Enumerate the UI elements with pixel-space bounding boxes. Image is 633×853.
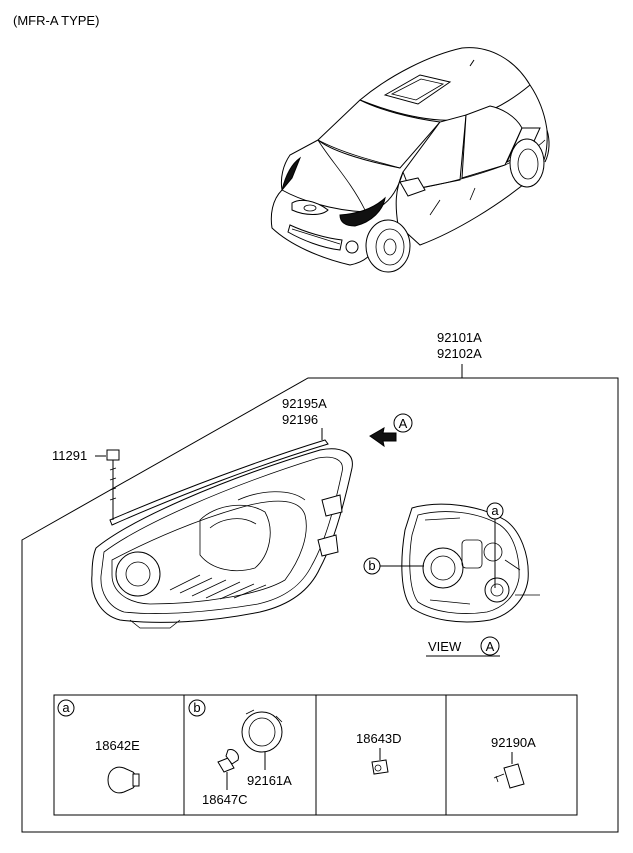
bulb-18642E <box>107 766 140 794</box>
screw <box>106 449 120 520</box>
gasket-part-number-1: 92195A <box>282 396 327 411</box>
gasket-part-number-2: 92196 <box>282 412 318 427</box>
view-marker-circle <box>393 413 413 433</box>
assembly-part-number-lh: 92101A <box>437 330 482 345</box>
bulb-18643D <box>371 759 389 775</box>
table-part-92161A: 92161A <box>247 773 292 788</box>
view-label-marker: A <box>486 639 495 654</box>
table-part-18643D: 18643D <box>356 731 402 746</box>
callout-b-text: b <box>368 558 375 573</box>
diagram-title: (MFR-A TYPE) <box>13 13 99 28</box>
bulb-18647C <box>217 749 239 773</box>
headlamp-rear-view <box>401 503 540 623</box>
car-illustration <box>270 47 550 273</box>
gasket-strip <box>109 439 329 526</box>
table-cell-a-key: a <box>62 700 70 715</box>
headlamp-assembly <box>91 448 353 629</box>
table-part-18647C: 18647C <box>202 792 248 807</box>
view-marker-text: A <box>399 416 408 431</box>
connector-92190A <box>493 763 525 789</box>
screw-part-number: 11291 <box>52 448 87 463</box>
table-part-18642E: 18642E <box>95 738 140 753</box>
assembly-part-number-rh: 92102A <box>437 346 482 361</box>
view-label: VIEW <box>428 639 462 654</box>
callout-a-text: a <box>491 503 499 518</box>
parts-table <box>53 694 578 816</box>
assembly-boundary <box>21 377 619 833</box>
table-cell-b-key: b <box>193 700 200 715</box>
view-label-circle <box>480 636 500 656</box>
view-direction-arrow <box>369 427 397 448</box>
table-cell-a-circle <box>57 699 75 717</box>
table-cell-b-circle <box>188 699 206 717</box>
socket-ring-92161A <box>241 709 283 753</box>
table-part-92190A: 92190A <box>491 735 536 750</box>
